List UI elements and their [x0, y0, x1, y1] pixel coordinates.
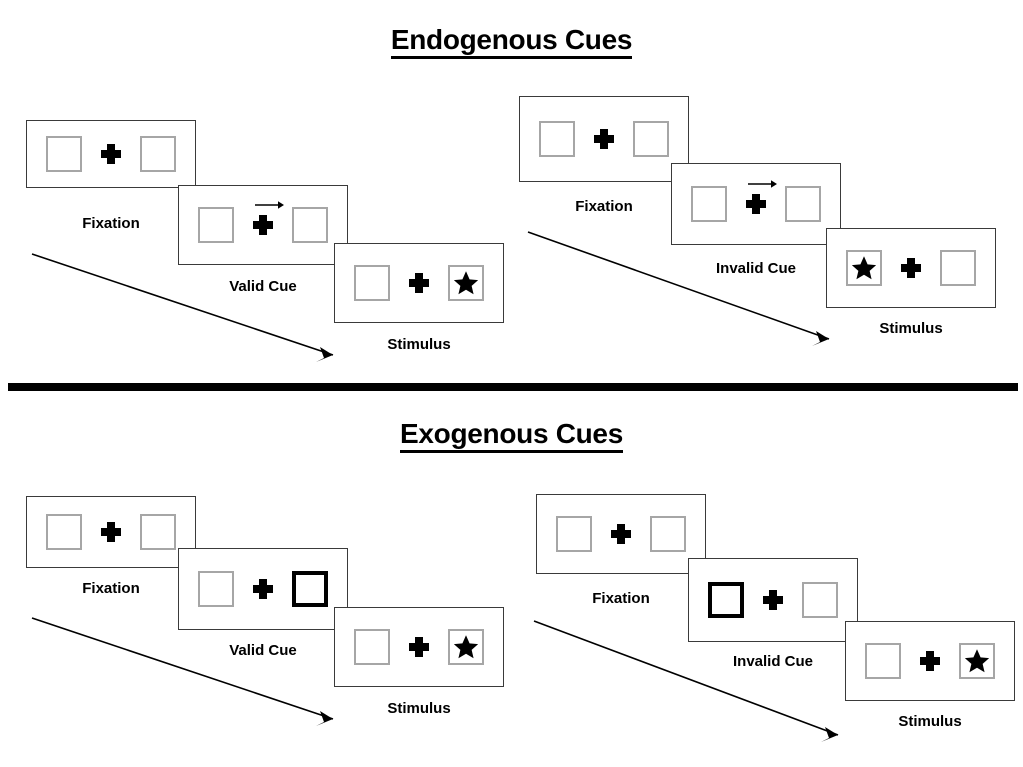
- stimulus-box-left: [556, 516, 592, 552]
- section-title-exogenous: Exogenous Cues: [0, 418, 1023, 453]
- stimulus-box-left: [198, 207, 234, 243]
- fixation-cross-icon: [252, 578, 274, 600]
- stimulus-box-left: [691, 186, 727, 222]
- fixation-cross-icon: [919, 650, 941, 672]
- star-icon: [851, 256, 877, 280]
- stage-label-exogenous-valid-stimulus: Stimulus: [387, 700, 451, 717]
- panel-content: [691, 180, 821, 222]
- panel-content: [46, 136, 176, 172]
- stimulus-box-right: [940, 250, 976, 286]
- stimulus-box-left-cued: [708, 582, 744, 618]
- section-title-endogenous-text: Endogenous Cues: [390, 24, 632, 59]
- panel-endogenous-invalid-fixation: [519, 96, 689, 182]
- fixation-cross-icon: [610, 523, 632, 545]
- stimulus-box-left: [198, 571, 234, 607]
- fixation-cross-wrap: [408, 272, 430, 294]
- fixation-cross-wrap: [745, 180, 777, 215]
- flow-arrow-exogenous-valid: [31, 617, 334, 726]
- fixation-cross-icon: [408, 636, 430, 658]
- section-divider: [8, 383, 1018, 391]
- fixation-cross-wrap: [252, 201, 284, 236]
- stimulus-box-right: [448, 265, 484, 301]
- fixation-cross-icon: [408, 272, 430, 294]
- panel-content: [846, 250, 976, 286]
- fixation-cross-icon: [100, 521, 122, 543]
- flow-arrow-endogenous-invalid: [527, 231, 830, 346]
- arrow-right-cue-icon: [748, 180, 777, 188]
- panel-content: [354, 265, 484, 301]
- panel-content: [198, 571, 328, 607]
- panel-exogenous-valid-fixation: [26, 496, 196, 568]
- fixation-cross-wrap: [100, 521, 122, 543]
- stimulus-box-right: [802, 582, 838, 618]
- stimulus-box-left: [539, 121, 575, 157]
- arrow-right-cue-icon: [255, 201, 284, 209]
- panel-endogenous-invalid-cue: [671, 163, 841, 245]
- star-icon: [453, 271, 479, 295]
- section-title-exogenous-text: Exogenous Cues: [400, 418, 623, 453]
- stage-label-exogenous-invalid-stimulus: Stimulus: [898, 713, 962, 730]
- stimulus-box-right: [448, 629, 484, 665]
- stimulus-box-right: [140, 136, 176, 172]
- panel-endogenous-valid-cue: [178, 185, 348, 265]
- panel-endogenous-valid-fixation: [26, 120, 196, 188]
- stimulus-box-right: [959, 643, 995, 679]
- stage-label-endogenous-invalid-cue: Invalid Cue: [715, 260, 797, 277]
- star-icon: [453, 635, 479, 659]
- panel-content: [556, 516, 686, 552]
- stage-label-endogenous-valid-fixation: Fixation: [82, 215, 140, 232]
- panel-exogenous-valid-stimulus: [334, 607, 504, 687]
- panel-endogenous-valid-stimulus: [334, 243, 504, 323]
- fixation-cross-wrap: [610, 523, 632, 545]
- fixation-cross-icon: [900, 257, 922, 279]
- section-title-endogenous: Endogenous Cues: [0, 24, 1023, 59]
- stimulus-box-left: [354, 629, 390, 665]
- panel-content: [708, 582, 838, 618]
- stage-label-exogenous-valid-fixation: Fixation: [82, 580, 140, 597]
- stage-label-endogenous-invalid-fixation: Fixation: [575, 198, 633, 215]
- fixation-cross-wrap: [762, 589, 784, 611]
- panel-exogenous-invalid-cue: [688, 558, 858, 642]
- fixation-cross-wrap: [919, 650, 941, 672]
- stage-label-endogenous-valid-stimulus: Stimulus: [387, 336, 451, 353]
- stimulus-box-left: [46, 136, 82, 172]
- flow-arrow-endogenous-valid: [31, 253, 334, 362]
- fixation-cross-icon: [252, 214, 274, 236]
- panel-exogenous-invalid-fixation: [536, 494, 706, 574]
- stimulus-box-left: [354, 265, 390, 301]
- stage-label-endogenous-invalid-stimulus: Stimulus: [879, 320, 943, 337]
- fixation-cross-wrap: [593, 128, 615, 150]
- star-icon: [964, 649, 990, 673]
- fixation-cross-wrap: [408, 636, 430, 658]
- panel-exogenous-valid-cue: [178, 548, 348, 630]
- fixation-cross-icon: [745, 193, 767, 215]
- stage-label-endogenous-valid-cue: Valid Cue: [229, 278, 297, 295]
- stimulus-box-left: [846, 250, 882, 286]
- stage-label-exogenous-invalid-fixation: Fixation: [592, 590, 650, 607]
- stimulus-box-right: [785, 186, 821, 222]
- stimulus-box-left: [865, 643, 901, 679]
- panel-endogenous-invalid-stimulus: [826, 228, 996, 308]
- fixation-cross-icon: [762, 589, 784, 611]
- stimulus-box-right: [292, 207, 328, 243]
- fixation-cross-wrap: [900, 257, 922, 279]
- panel-content: [354, 629, 484, 665]
- panel-content: [46, 514, 176, 550]
- stimulus-box-left: [46, 514, 82, 550]
- fixation-cross-icon: [593, 128, 615, 150]
- stimulus-box-right: [140, 514, 176, 550]
- fixation-cross-wrap: [252, 578, 274, 600]
- panel-content: [865, 643, 995, 679]
- panel-content: [539, 121, 669, 157]
- stimulus-box-right: [650, 516, 686, 552]
- stimulus-box-right: [633, 121, 669, 157]
- panel-exogenous-invalid-stimulus: [845, 621, 1015, 701]
- fixation-cross-wrap: [100, 143, 122, 165]
- stimulus-box-right-cued: [292, 571, 328, 607]
- fixation-cross-icon: [100, 143, 122, 165]
- stage-label-exogenous-invalid-cue: Invalid Cue: [732, 653, 814, 670]
- stage-label-exogenous-valid-cue: Valid Cue: [229, 642, 297, 659]
- panel-content: [198, 201, 328, 243]
